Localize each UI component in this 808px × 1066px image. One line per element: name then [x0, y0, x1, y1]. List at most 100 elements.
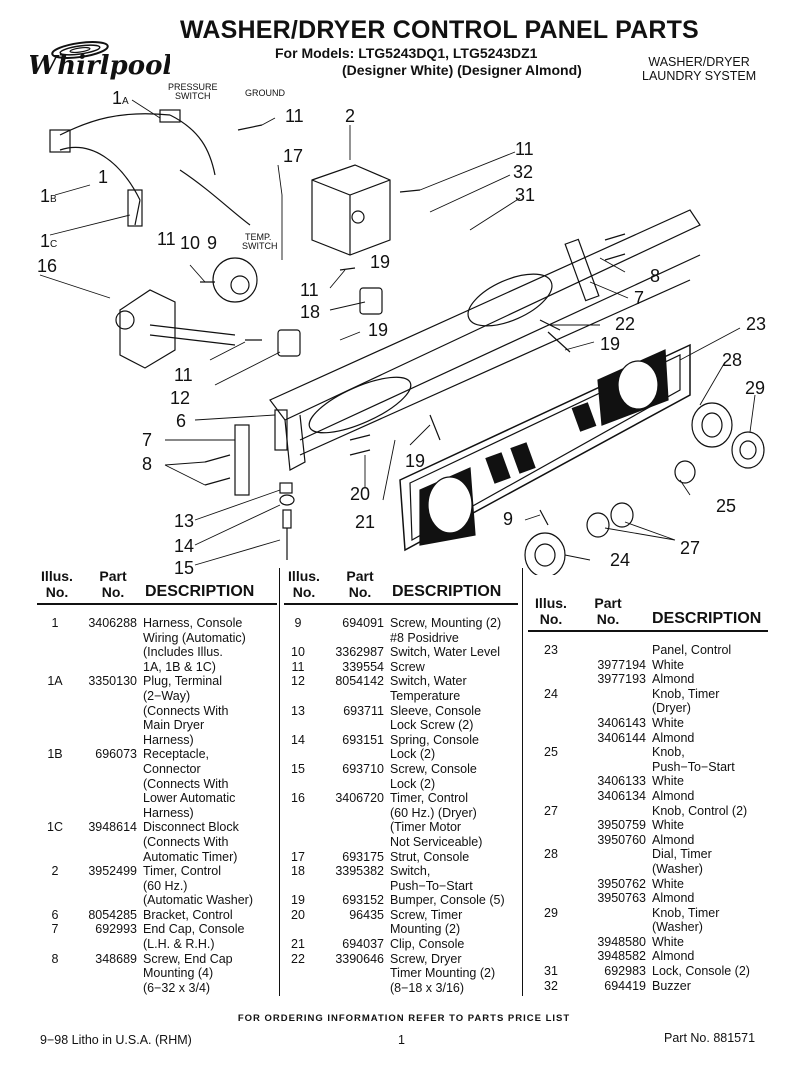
- callout-25: 25: [716, 496, 736, 516]
- illus-number: 22: [291, 951, 305, 966]
- illus-number: [528, 774, 574, 789]
- callout-19-b: 19: [368, 320, 388, 340]
- part-number: 3948614: [88, 820, 137, 835]
- illus-number: [528, 672, 574, 687]
- col-part: Part: [346, 568, 374, 584]
- callout-11-e: 11: [174, 365, 193, 385]
- illus-number: 20: [291, 907, 305, 922]
- illus-number: 8: [51, 951, 59, 966]
- illus-number: 17: [291, 849, 305, 864]
- illus-number: 6: [51, 907, 59, 922]
- col-illus-2: No.: [45, 584, 69, 600]
- part-number: 3948582: [597, 949, 646, 964]
- callout-22: 22: [615, 314, 635, 334]
- part-number: 693152: [342, 893, 384, 908]
- temp-switch: [277, 329, 301, 357]
- part-number: 8054285: [88, 907, 137, 922]
- part-description: Disconnect Block (Connects With Automati…: [143, 820, 239, 864]
- part-description: Almond: [652, 788, 695, 803]
- whirlpool-logo: Whirlpool: [28, 30, 172, 90]
- part-description: Receptacle, Connector (Connects With Low…: [143, 747, 236, 820]
- callout-6: 6: [176, 411, 186, 431]
- part-description: Plug, Terminal (2−Way) (Connects With Ma…: [143, 674, 229, 747]
- part-number: 3950759: [597, 818, 646, 833]
- illus-number: 13: [291, 703, 305, 718]
- callout-15: 15: [174, 558, 194, 575]
- callout-11-a: 11: [285, 106, 304, 126]
- part-number: 696073: [95, 747, 137, 762]
- illus-number: 14: [291, 732, 305, 747]
- part-number: 3406143: [597, 715, 646, 730]
- callout-11-b: 11: [515, 139, 534, 159]
- part-description: Clip, Console: [390, 937, 465, 952]
- part-number: 3406144: [597, 730, 646, 745]
- system-label: WASHER/DRYER LAUNDRY SYSTEM: [642, 55, 756, 83]
- part-description: Lock, Console (2): [652, 964, 750, 979]
- col-illus: Illus.: [535, 595, 567, 611]
- part-description: Almond: [652, 949, 695, 964]
- illus-number: 1B: [47, 747, 63, 762]
- part-number: [574, 687, 652, 716]
- col-part: Part: [594, 595, 622, 611]
- callout-7-b: 7: [142, 430, 152, 450]
- part-description: Almond: [652, 730, 695, 745]
- part-number: 3362987: [335, 645, 384, 660]
- part-description: Screw, End Cap Mounting (4) (6−32 x 3/4): [143, 951, 233, 995]
- colors-line: (Designer White) (Designer Almond): [342, 62, 582, 78]
- callout-2: 2: [345, 106, 355, 126]
- part-description: Dial, Timer (Washer): [652, 847, 712, 876]
- illus-number: 27: [544, 803, 558, 818]
- table-row: 28 Dial, Timer (Washer): [528, 847, 768, 876]
- divider: [37, 603, 277, 605]
- note-temp-switch: SWITCH: [242, 241, 278, 251]
- part-description: Knob, Push−To−Start: [652, 745, 735, 774]
- part-description: Knob, Control (2): [652, 803, 748, 818]
- part-number: 3952499: [88, 864, 137, 879]
- illus-number: 28: [544, 847, 558, 862]
- part-description: Screw, Console Lock (2): [390, 761, 477, 791]
- illus-number: 19: [291, 893, 305, 908]
- callout-29: 29: [745, 378, 765, 398]
- control-knob-1: [586, 512, 610, 538]
- illus-number: [528, 789, 574, 804]
- col-illus: Illus.: [41, 568, 73, 584]
- part-number: 693710: [342, 761, 384, 776]
- part-number: 339554: [342, 659, 384, 674]
- callout-32: 32: [513, 162, 533, 182]
- part-number: 694037: [342, 937, 384, 952]
- part-number: 694419: [604, 978, 646, 993]
- part-number: 3950762: [597, 876, 646, 891]
- callout-11-d: 11: [300, 280, 319, 300]
- callout-8-a: 8: [650, 266, 660, 286]
- part-description: Switch, Water Temperature: [390, 674, 467, 703]
- terminal-plug: [49, 129, 71, 153]
- control-knob-2: [610, 502, 634, 528]
- col-illus-2: No.: [292, 584, 316, 600]
- col-part: Part: [99, 568, 127, 584]
- callout-10: 10: [180, 233, 200, 253]
- callout-16: 16: [37, 256, 57, 276]
- illus-number: 2: [51, 864, 59, 879]
- part-description: Bumper, Console (5): [390, 893, 505, 908]
- illus-number: 24: [544, 686, 558, 701]
- callout-11-c: 11: [157, 229, 176, 249]
- part-number: [574, 745, 652, 774]
- part-number: 3950763: [597, 891, 646, 906]
- divider: [528, 630, 768, 632]
